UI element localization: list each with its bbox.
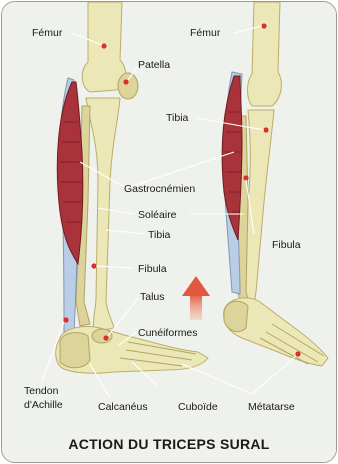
label-dot	[123, 79, 128, 84]
left-calcaneus	[60, 333, 90, 368]
label-tendon-line1: Tendon	[24, 385, 59, 397]
label-tendon-line2: d'Achille	[24, 399, 63, 411]
label-dot	[295, 351, 300, 356]
label-dot	[63, 317, 68, 322]
label-dot	[263, 127, 268, 132]
label-fibula-right: Fibula	[272, 239, 301, 251]
label-metatarse: Métatarse	[248, 401, 295, 413]
label-fibula-left: Fibula	[138, 263, 167, 275]
leg-illustration: Fémur Patella Fémur Tibia Gastrocnémien …	[2, 2, 336, 462]
left-patella	[118, 73, 138, 99]
label-gastrocnemien: Gastrocnémien	[124, 183, 195, 195]
label-femur-left: Fémur	[32, 27, 63, 39]
label-soleaire: Soléaire	[138, 209, 177, 221]
left-talus	[92, 329, 112, 343]
right-calcaneus	[224, 301, 248, 332]
label-tibia-right: Tibia	[166, 112, 189, 124]
label-talus: Talus	[140, 291, 165, 303]
label-tibia-left: Tibia	[148, 229, 171, 241]
caption: ACTION DU TRICEPS SURAL	[68, 436, 269, 452]
label-cuboide: Cuboïde	[178, 401, 218, 413]
label-calcaneus: Calcanéus	[98, 401, 148, 413]
label-dot	[243, 175, 248, 180]
label-patella: Patella	[138, 59, 170, 71]
label-dot	[101, 43, 106, 48]
label-dot	[103, 335, 108, 340]
label-dot	[91, 263, 96, 268]
label-femur-right: Fémur	[190, 27, 221, 39]
label-dot	[261, 23, 266, 28]
label-cuneiformes: Cunéiformes	[138, 327, 198, 339]
